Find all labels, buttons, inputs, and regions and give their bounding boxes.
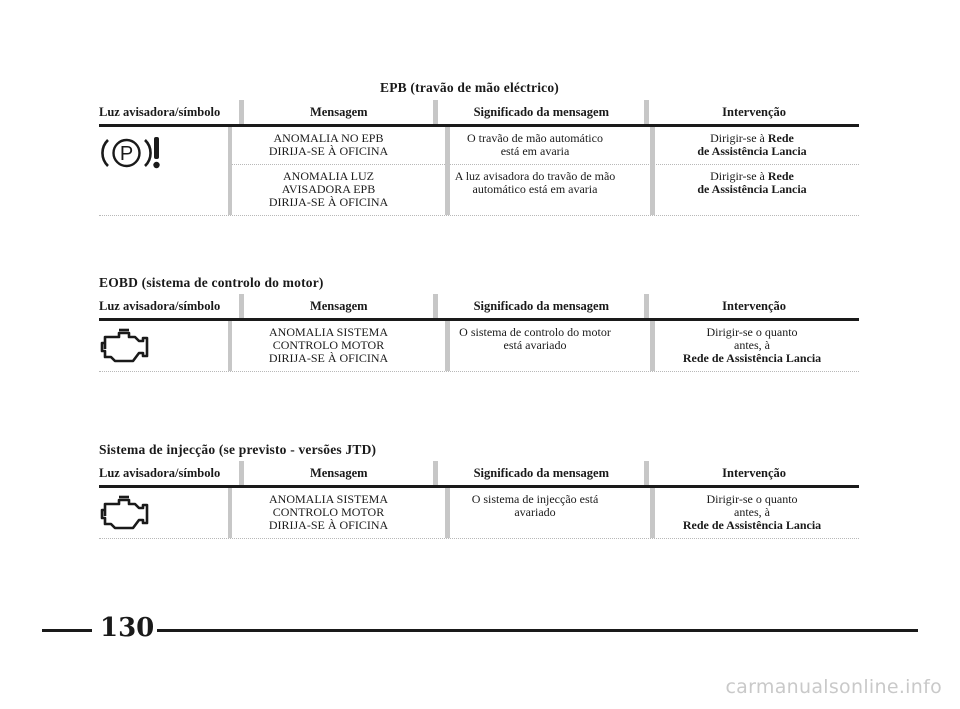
header-message: Mensagem [309, 466, 368, 480]
header-rule [99, 318, 859, 321]
header-rule [99, 124, 859, 127]
column-divider [433, 294, 439, 318]
row-divider [232, 164, 859, 165]
eobd-table: Luz avisadora/símbolo Mensagem Significa… [99, 294, 859, 372]
header-action: Intervenção [722, 466, 787, 480]
column-divider [445, 321, 450, 371]
column-divider [433, 461, 439, 485]
table-bottom-rule [99, 215, 859, 216]
header-meaning: Significado da mensagem [473, 466, 609, 480]
header-message: Mensagem [309, 105, 368, 119]
symbol-cell [99, 488, 228, 538]
column-divider [239, 100, 245, 124]
footer-rule-left [42, 629, 92, 632]
header-action: Intervenção [722, 299, 787, 313]
column-divider [239, 461, 245, 485]
column-divider [227, 321, 232, 371]
column-divider [644, 294, 650, 318]
symbol-cell: P [99, 127, 228, 215]
column-divider [239, 294, 245, 318]
page-number: 130 [100, 613, 155, 643]
table-header: Luz avisadora/símbolo Mensagem Significa… [99, 294, 859, 318]
svg-text:P: P [120, 143, 133, 165]
column-divider [644, 461, 650, 485]
section-title-epb: EPB (travão de mão eléctrico) [380, 80, 559, 95]
table-bottom-rule [99, 371, 859, 372]
header-rule [99, 485, 859, 488]
parking-brake-warning-icon: P [101, 137, 160, 169]
column-divider [445, 127, 450, 215]
column-divider [650, 321, 655, 371]
header-symbol: Luz avisadora/símbolo [99, 105, 221, 119]
watermark: carmanualsonline.info [725, 676, 942, 698]
header-message: Mensagem [309, 299, 368, 313]
column-divider [650, 488, 655, 538]
column-divider [227, 127, 232, 215]
header-meaning: Significado da mensagem [473, 105, 609, 119]
table-header: Luz avisadora/símbolo Mensagem Significa… [99, 100, 859, 124]
header-action: Intervenção [722, 105, 787, 119]
section-title-injection: Sistema de injecção (se previsto - versõ… [99, 442, 377, 457]
table-bottom-rule [99, 538, 859, 539]
symbol-cell [99, 321, 228, 371]
section-title-eobd: EOBD (sistema de controlo do motor) [99, 275, 324, 290]
injection-table: Luz avisadora/símbolo Mensagem Significa… [99, 461, 859, 539]
engine-check-icon [100, 328, 149, 363]
column-divider [650, 127, 655, 215]
column-divider [227, 488, 232, 538]
column-divider [644, 100, 650, 124]
engine-check-icon [100, 495, 149, 530]
column-divider [433, 100, 439, 124]
header-meaning: Significado da mensagem [473, 299, 609, 313]
footer-rule-right [157, 629, 918, 632]
header-symbol: Luz avisadora/símbolo [99, 299, 221, 313]
column-divider [445, 488, 450, 538]
table-header: Luz avisadora/símbolo Mensagem Significa… [99, 461, 859, 485]
header-symbol: Luz avisadora/símbolo [99, 466, 221, 480]
epb-table: Luz avisadora/símbolo Mensagem Significa… [99, 100, 859, 216]
